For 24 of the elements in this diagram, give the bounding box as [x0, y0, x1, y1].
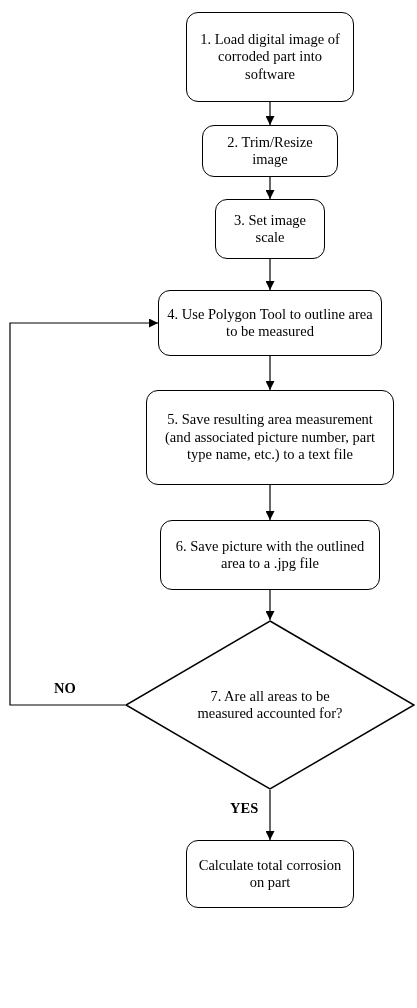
process-box — [215, 199, 325, 259]
process-box — [202, 125, 338, 177]
process-box — [146, 390, 394, 485]
arrow — [265, 355, 275, 391]
arrow — [265, 101, 275, 126]
step-text: 5. Save resulting area measurement (and associated picture number, part type name, etc.) to a text file — [164, 411, 376, 464]
step-text: 3. Set image scale — [232, 211, 308, 247]
step-text: 4. Use Polygon Tool to outline area to be measured — [167, 305, 373, 341]
arrow — [265, 484, 275, 521]
step-text: 2. Trim/Resize image — [226, 133, 314, 169]
arrow — [265, 789, 275, 841]
step-text: 6. Save picture with the outlined area to a .jpg file — [174, 537, 366, 573]
process-box — [160, 520, 380, 590]
arrow — [265, 589, 275, 621]
step-text: Calculate total corrosion on part — [197, 856, 343, 892]
process-box — [158, 290, 382, 356]
arrow — [265, 176, 275, 200]
arrow — [265, 258, 275, 291]
process-box — [186, 840, 354, 908]
process-box — [186, 12, 354, 102]
arrow — [9, 318, 159, 706]
decision-diamond — [125, 620, 415, 790]
step-text: 7. Are all areas to be measured accounted for? — [196, 687, 344, 723]
step-text: 1. Load digital image of corroded part into software — [199, 30, 341, 84]
